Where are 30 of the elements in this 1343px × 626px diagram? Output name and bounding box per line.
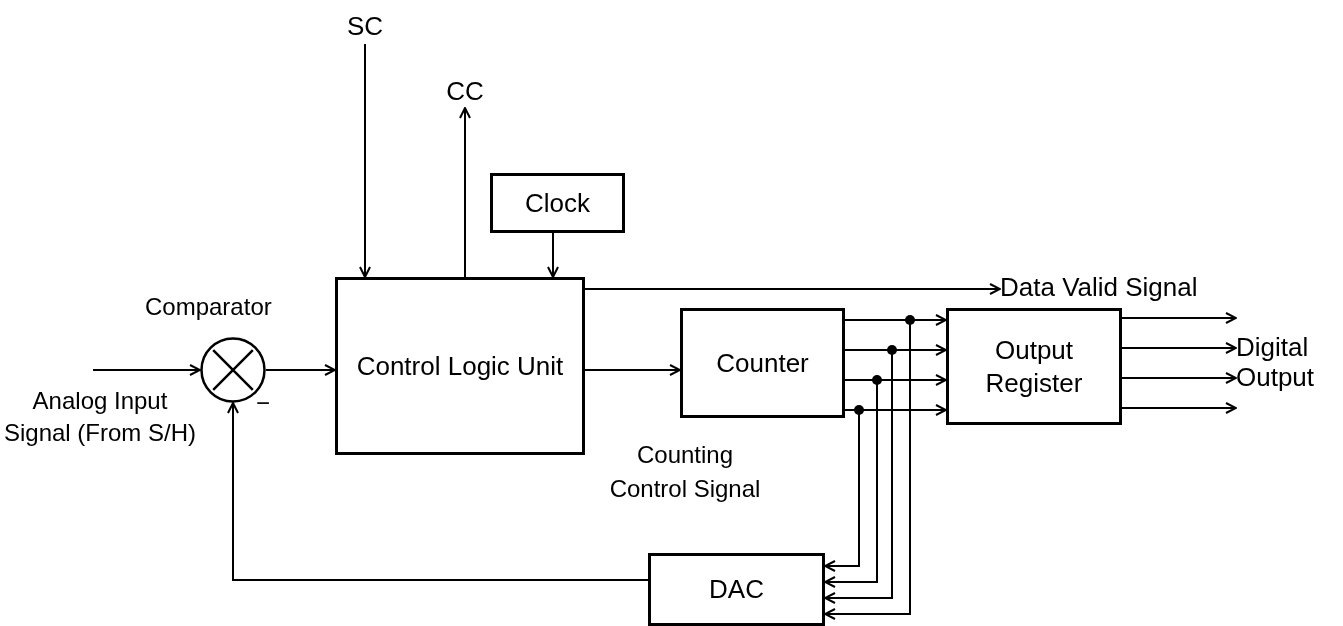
block-label: DAC <box>709 573 764 606</box>
comparator-symbol <box>200 337 266 403</box>
process-box <box>680 308 845 418</box>
process-box <box>335 277 585 455</box>
arrow <box>459 107 471 278</box>
arrow <box>265 364 336 376</box>
node-caption: Comparator <box>145 292 272 322</box>
process-box <box>946 308 1122 425</box>
process-box <box>490 173 625 233</box>
arrow <box>584 283 1001 295</box>
arrow <box>1121 342 1237 354</box>
arrow <box>1121 312 1237 324</box>
arrow <box>547 232 559 278</box>
signal-label: SC <box>346 9 384 43</box>
block-label: Counter <box>716 346 809 380</box>
block-label: Output Register <box>984 334 1084 399</box>
input-label: Analog Input Signal (From S/H) <box>2 386 197 448</box>
block-label: Clock <box>525 186 590 220</box>
arrow <box>1121 372 1237 384</box>
process-box <box>648 553 825 626</box>
arrow <box>1121 402 1237 414</box>
arrow <box>92 364 201 376</box>
signal-label: CC <box>446 74 484 108</box>
arrow <box>227 402 649 581</box>
block-label: Control Logic Unit <box>356 349 564 383</box>
signal-label: Data Valid Signal <box>1000 270 1198 304</box>
signal-label: Digital Output <box>1236 332 1316 392</box>
arrow <box>359 43 371 278</box>
arrow <box>584 364 681 376</box>
minus-sign: − <box>256 388 270 418</box>
